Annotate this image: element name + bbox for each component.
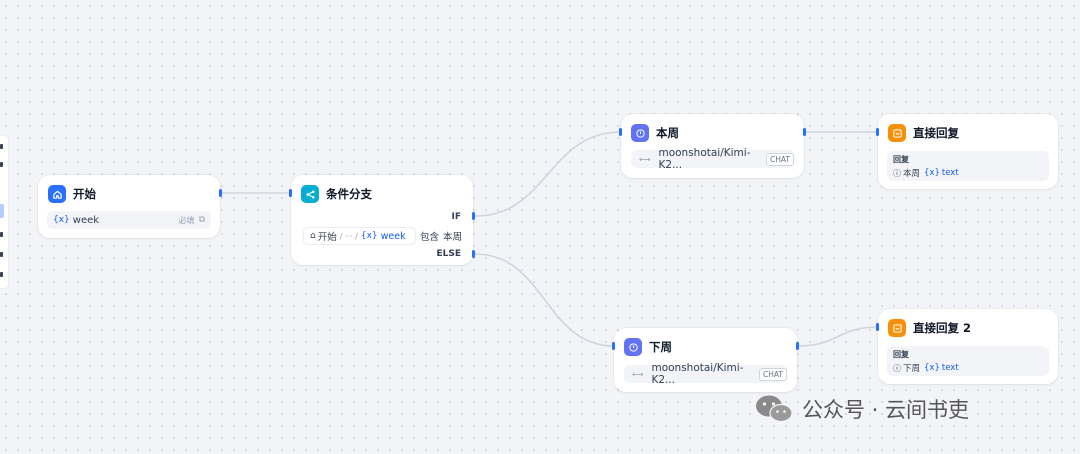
home-icon: ⌂	[310, 231, 316, 241]
model-name: moonshotai/Kimi-K2...	[651, 362, 744, 386]
variable-chip: {x}	[360, 231, 378, 241]
toolbar-item[interactable]	[0, 272, 3, 277]
variable-chip: {x}	[53, 215, 70, 225]
variable-name: text	[941, 168, 959, 178]
source-node: 下周	[903, 364, 921, 374]
edge-else-to-next-week	[474, 253, 615, 347]
toolbar-item[interactable]	[0, 162, 3, 167]
node-title: 开始	[73, 187, 96, 201]
variable-name: week	[380, 230, 406, 242]
watermark-text: 公众号 · 云间书吏	[802, 398, 970, 422]
llm-icon: ⓘ	[893, 363, 901, 373]
link-icon: ⟷	[639, 154, 651, 164]
path-separator: / ··· /	[339, 231, 358, 241]
toolbar-item-active[interactable]	[0, 204, 4, 218]
branch-icon	[301, 185, 319, 203]
if-handle[interactable]	[472, 212, 475, 220]
llm-icon	[631, 124, 649, 142]
condition-row[interactable]: ⌂ 开始 / ··· / {x} week 包含 本周	[303, 227, 462, 245]
source-node: 开始	[317, 232, 337, 243]
llm-icon	[624, 338, 642, 356]
output-handle[interactable]	[219, 189, 222, 197]
mode-badge: CHAT	[765, 152, 794, 166]
reply-icon	[888, 319, 906, 337]
node-title: 本周	[656, 126, 679, 140]
home-icon	[48, 185, 66, 203]
toolbar-item[interactable]	[0, 144, 3, 149]
if-label: IF	[451, 212, 462, 222]
node-start[interactable]: 开始 {x} week 必填 ⧉	[38, 175, 222, 238]
toolbar-item[interactable]	[0, 252, 3, 257]
input-handle[interactable]	[612, 342, 615, 350]
condition-operator[interactable]: 包含	[420, 232, 440, 243]
side-toolbar[interactable]	[0, 136, 8, 288]
node-reply-2[interactable]: 直接回复 2 回复 ⓘ 下周 {x} text	[876, 309, 1058, 384]
mode-badge: CHAT	[758, 367, 787, 381]
edge-if-to-this-week	[474, 131, 622, 217]
watermark: 公众号 · 云间书吏	[754, 393, 969, 425]
variable-name: week	[72, 214, 100, 226]
node-llm-next-week[interactable]: 下周 ⟷ moonshotai/Kimi-K2... CHAT	[612, 328, 799, 392]
input-handle[interactable]	[876, 323, 879, 331]
copy-icon: ⧉	[198, 215, 205, 225]
required-label: 必填	[178, 215, 195, 225]
link-icon: ⟷	[632, 369, 644, 379]
reply-label: 回复	[893, 155, 909, 164]
variable-chip: {x}	[924, 363, 940, 373]
input-handle[interactable]	[876, 128, 879, 136]
variable-name: text	[941, 363, 959, 373]
node-title: 直接回复 2	[913, 321, 972, 335]
else-handle[interactable]	[472, 250, 475, 258]
model-selector[interactable]: ⟷ moonshotai/Kimi-K2... CHAT	[631, 147, 794, 171]
node-title: 下周	[649, 340, 672, 354]
llm-icon: ⓘ	[893, 168, 901, 178]
variable-chip: {x}	[924, 168, 940, 178]
node-title: 直接回复	[913, 126, 959, 140]
wechat-icon	[756, 395, 793, 423]
toolbar-item[interactable]	[0, 232, 3, 237]
condition-value[interactable]: 本周	[443, 232, 463, 243]
input-handle[interactable]	[289, 189, 292, 197]
node-llm-this-week[interactable]: 本周 ⟷ moonshotai/Kimi-K2... CHAT	[619, 114, 806, 178]
reply-label: 回复	[893, 350, 909, 359]
model-name: moonshotai/Kimi-K2...	[658, 147, 751, 171]
input-variable[interactable]: {x} week 必填 ⧉	[47, 211, 211, 229]
reply-icon	[888, 124, 906, 142]
node-condition[interactable]: 条件分支 IF ⌂ 开始 / ··· / {x} week 包含 本周 ELSE	[289, 175, 475, 265]
source-node: 本周	[903, 169, 921, 179]
condition-variable[interactable]: ⌂ 开始 / ··· / {x} week	[303, 227, 416, 245]
output-handle[interactable]	[796, 342, 799, 350]
node-reply-1[interactable]: 直接回复 回复 ⓘ 本周 {x} text	[876, 114, 1058, 189]
reply-content[interactable]: 回复 ⓘ 下周 {x} text	[887, 346, 1049, 376]
input-handle[interactable]	[619, 128, 622, 136]
node-title: 条件分支	[326, 187, 372, 201]
reply-content[interactable]: 回复 ⓘ 本周 {x} text	[887, 151, 1049, 181]
else-label: ELSE	[436, 249, 461, 259]
output-handle[interactable]	[803, 128, 806, 136]
edge-next-week-to-reply2	[797, 326, 879, 347]
model-selector[interactable]: ⟷ moonshotai/Kimi-K2... CHAT	[624, 362, 787, 386]
